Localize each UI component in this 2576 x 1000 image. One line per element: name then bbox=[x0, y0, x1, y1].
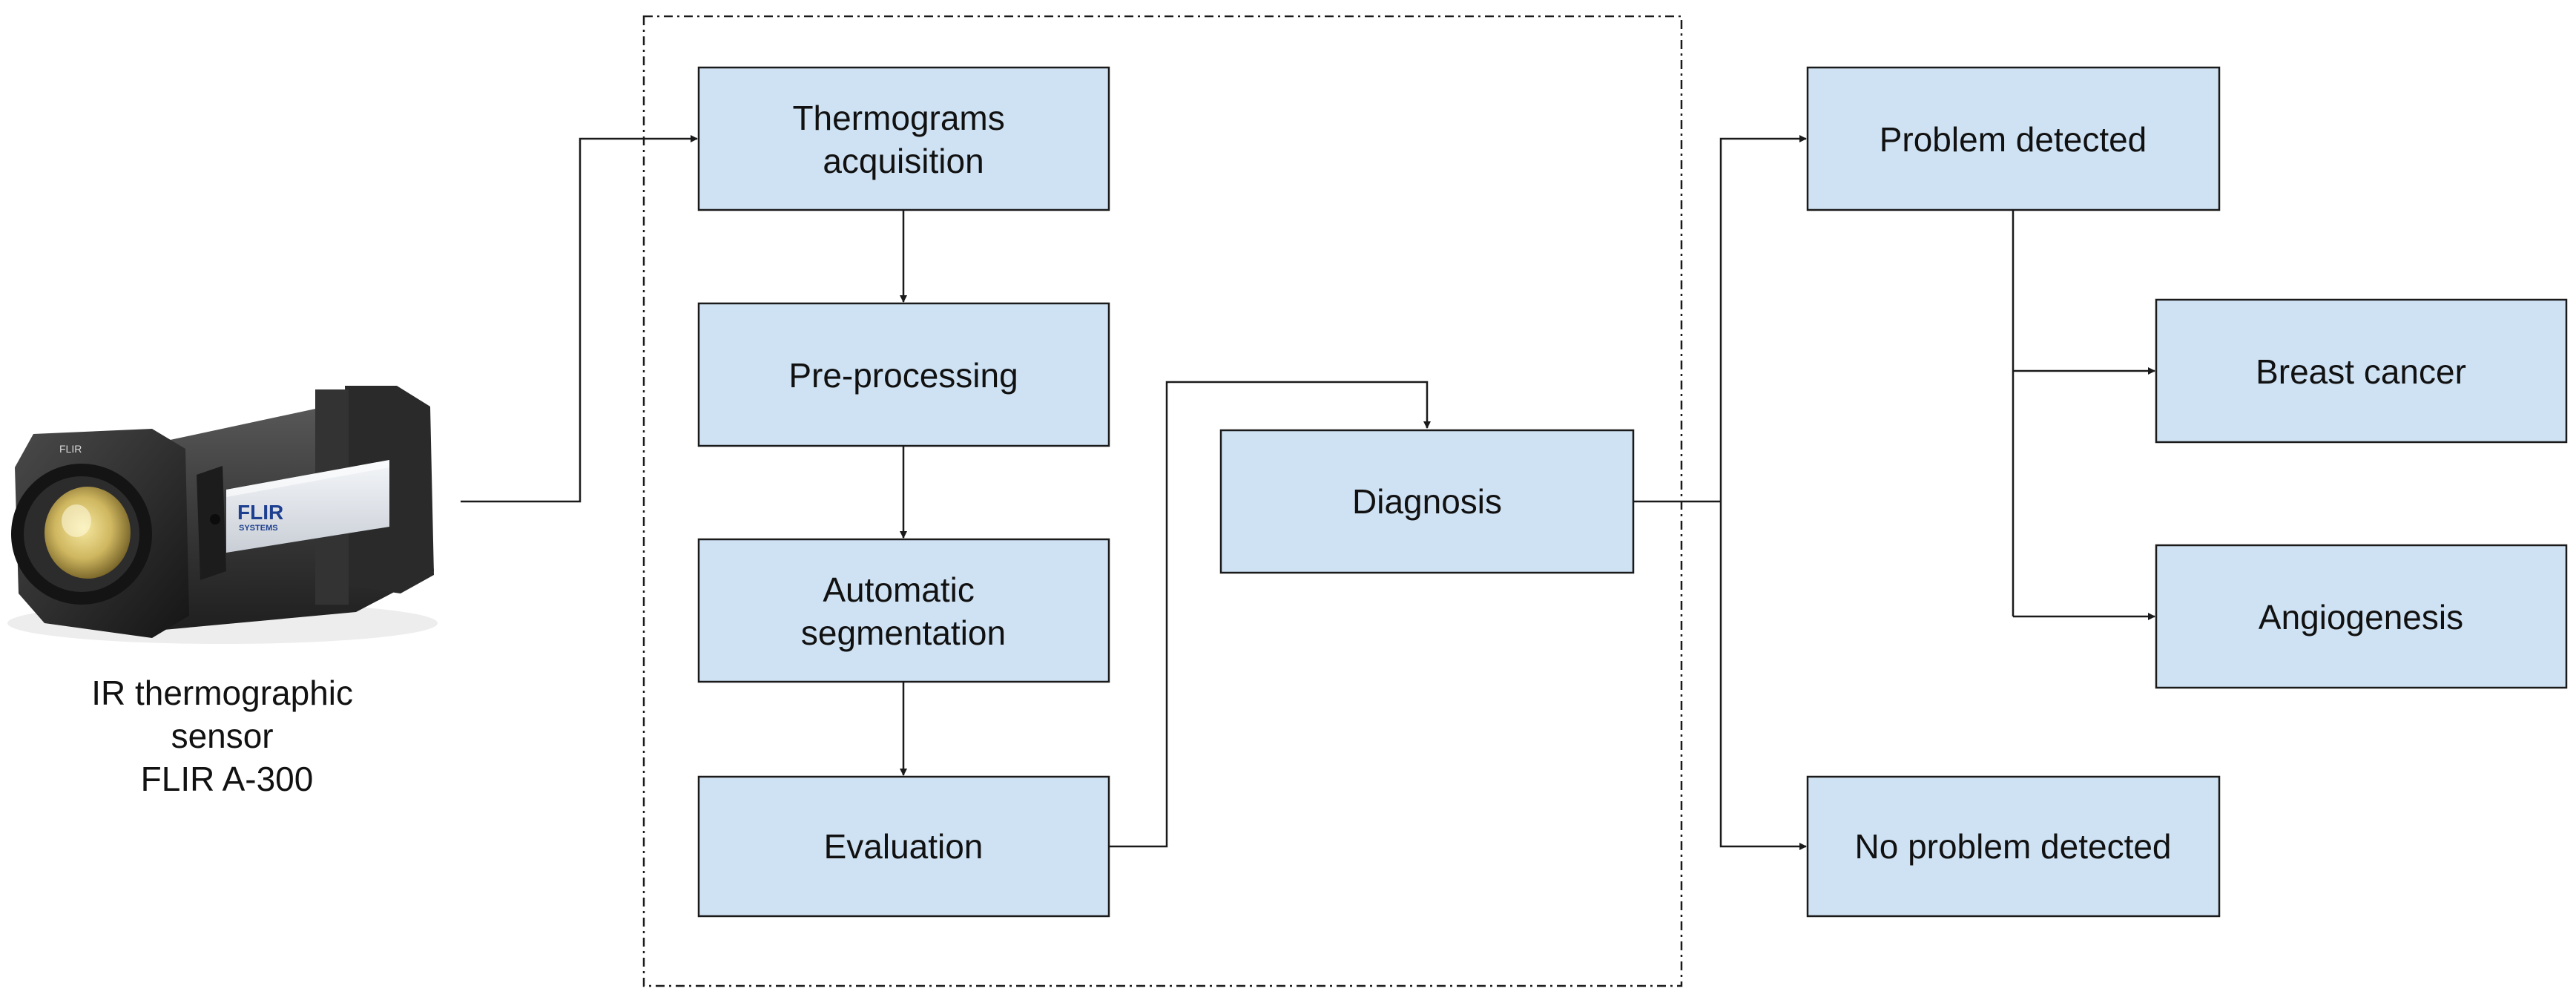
box-problem-detected: Problem detected bbox=[1806, 66, 2221, 211]
connector-diagnosis-to-problem bbox=[1719, 135, 1807, 501]
box-pre-processing-line-1: Pre-processing bbox=[788, 356, 1018, 395]
box-diagnosis-label: Diagnosis bbox=[1352, 482, 1502, 521]
box-breast-cancer-line-1: Breast cancer bbox=[2256, 352, 2466, 391]
box-automatic-segmentation: Automatic segmentation bbox=[697, 538, 1110, 683]
box-breast-cancer: Breast cancer bbox=[2155, 298, 2568, 444]
box-thermograms-acquisition: Thermograms acquisition bbox=[697, 66, 1110, 211]
camera-brand: FLIR bbox=[237, 501, 283, 524]
box-angiogenesis-line-1: Angiogenesis bbox=[2259, 598, 2463, 636]
box-problem-detected-line-1: Problem detected bbox=[1880, 120, 2147, 159]
box-no-problem-detected-line-1: No problem detected bbox=[1854, 827, 2171, 866]
box-thermograms-acquisition-line-2: acquisition bbox=[823, 142, 984, 180]
box-no-problem-detected: No problem detected bbox=[1806, 775, 2221, 918]
camera-illustration: FLIR SYSTEMS FLIR bbox=[7, 386, 438, 644]
sensor-label-line-2: sensor bbox=[171, 717, 274, 755]
box-evaluation-line-1: Evaluation bbox=[824, 827, 984, 866]
box-automatic-segmentation-line-2: segmentation bbox=[801, 614, 1006, 652]
connector-diagnosis-to-no-problem bbox=[1719, 501, 1807, 850]
sensor-label-line-3: FLIR A-300 bbox=[141, 760, 314, 798]
box-thermograms-acquisition-line-1: Thermograms bbox=[792, 99, 1004, 137]
box-problem-detected-label: Problem detected bbox=[1880, 120, 2147, 159]
box-pre-processing: Pre-processing bbox=[697, 302, 1110, 447]
box-pre-processing-label: Pre-processing bbox=[788, 356, 1018, 395]
sensor-label: IR thermographic sensor FLIR A-300 bbox=[91, 674, 363, 798]
sensor-label-line-1: IR thermographic bbox=[91, 674, 353, 712]
box-angiogenesis: Angiogenesis bbox=[2155, 544, 2568, 689]
box-breast-cancer-label: Breast cancer bbox=[2256, 352, 2466, 391]
camera-brand-sub: SYSTEMS bbox=[239, 524, 278, 533]
box-thermograms-acquisition-label: Thermograms acquisition bbox=[792, 99, 1014, 180]
connector-evaluation-to-diagnosis bbox=[1109, 381, 1431, 848]
box-diagnosis-line-1: Diagnosis bbox=[1352, 482, 1502, 521]
connector-sensor-to-acquisition bbox=[461, 135, 698, 503]
camera-top-brand: FLIR bbox=[59, 443, 82, 455]
box-automatic-segmentation-line-1: Automatic bbox=[823, 570, 975, 609]
box-diagnosis: Diagnosis bbox=[1219, 429, 1635, 574]
box-no-problem-detected-label: No problem detected bbox=[1854, 827, 2171, 866]
box-evaluation-label: Evaluation bbox=[824, 827, 984, 866]
box-angiogenesis-label: Angiogenesis bbox=[2259, 598, 2463, 636]
box-evaluation: Evaluation bbox=[697, 775, 1110, 918]
box-automatic-segmentation-label: Automatic segmentation bbox=[801, 570, 1006, 652]
